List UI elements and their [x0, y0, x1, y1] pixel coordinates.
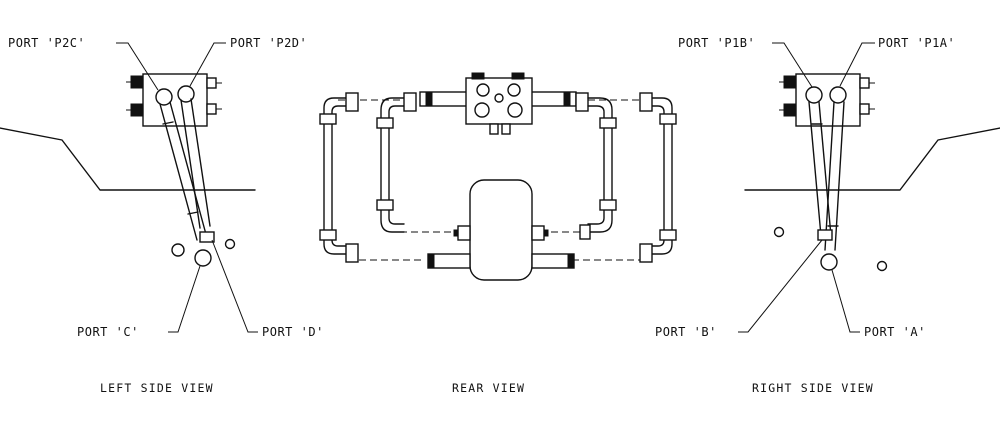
right-frame-hole-2 [876, 260, 888, 272]
label-port-p2d: PORT 'P2D' [230, 36, 307, 50]
rear-view: REAR VIEW [319, 72, 677, 395]
right-frame-outline [744, 127, 1000, 191]
left-hoses [159, 98, 211, 241]
title-rear-view: REAR VIEW [452, 381, 525, 395]
rear-housing-body [469, 179, 533, 281]
title-right-side-view: RIGHT SIDE VIEW [752, 381, 874, 395]
left-valve-nut-br [206, 103, 217, 115]
right-port-a-fitting [820, 253, 838, 271]
label-port-d: PORT 'D' [262, 325, 324, 339]
left-port-c-fitting [194, 249, 212, 267]
label-port-p1b: PORT 'P1B' [678, 36, 755, 50]
title-left-side-view: LEFT SIDE VIEW [100, 381, 214, 395]
left-frame-outline [0, 127, 256, 191]
right-valve-block [779, 73, 875, 127]
right-side-view: PORT 'P1B' PORT 'P1A' PORT 'B' PORT 'A' … [655, 36, 1000, 395]
rear-inner-right-hose [587, 97, 617, 233]
label-port-p1a: PORT 'P1A' [878, 36, 955, 50]
right-frame-hole-1 [773, 226, 785, 238]
left-port-d-fitting [199, 231, 215, 243]
rear-center-housing [427, 179, 591, 281]
left-valve-nut-tl [130, 75, 144, 89]
rear-outer-left-hose [319, 92, 359, 263]
left-side-view: PORT 'P2C' PORT 'P2D' PORT 'C' PORT 'D' … [0, 36, 324, 395]
right-port-b-fitting [817, 229, 833, 241]
label-port-c: PORT 'C' [77, 325, 139, 339]
rear-inner-left-hose [376, 92, 417, 233]
left-port-p2c-fitting [155, 88, 173, 106]
right-hoses [808, 101, 845, 251]
label-port-a: PORT 'A' [864, 325, 926, 339]
rear-outer-right-hose [639, 92, 677, 263]
right-port-p1a-fitting [829, 86, 847, 104]
left-frame-hole-1 [171, 243, 185, 257]
left-valve-nut-bl [130, 103, 144, 117]
right-valve-body [795, 73, 861, 127]
left-valve-nut-tr [206, 77, 217, 89]
label-port-p2c: PORT 'P2C' [8, 36, 85, 50]
left-valve-block [126, 73, 222, 127]
right-port-p1b-fitting [805, 86, 823, 104]
left-port-p2d-fitting [177, 85, 195, 103]
rear-valve-manifold [419, 72, 589, 135]
left-frame-hole-2 [224, 238, 236, 250]
rear-valve-body [465, 77, 533, 125]
label-port-b: PORT 'B' [655, 325, 717, 339]
